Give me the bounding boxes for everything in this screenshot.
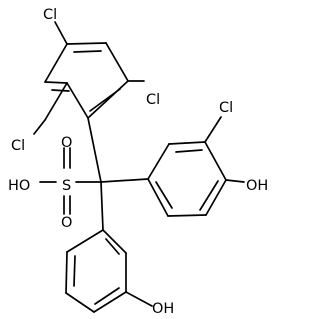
chlorine-atom-label: Cl <box>43 7 57 23</box>
chlorine-atom-label: Cl <box>11 138 25 154</box>
molecule-structure: Cl Cl Cl Cl OH HO S O O OH <box>8 7 268 317</box>
bond <box>51 89 70 92</box>
bond <box>205 179 227 216</box>
bond <box>66 229 104 253</box>
bond <box>33 119 46 135</box>
bond <box>125 291 153 307</box>
bond <box>100 178 149 183</box>
bond <box>73 255 76 287</box>
bond <box>94 287 120 305</box>
chlorine-atom-label: Cl <box>219 100 233 116</box>
bond <box>66 42 107 45</box>
bond <box>73 50 102 53</box>
hydroxyl-label: OH <box>246 178 268 194</box>
bond <box>199 180 219 211</box>
sulfur-atom-label: S <box>62 178 71 194</box>
oxygen-atom-label: O <box>61 215 72 231</box>
bond <box>167 214 207 217</box>
bond <box>204 141 227 181</box>
bond <box>168 141 206 145</box>
bond <box>105 238 120 255</box>
bond <box>147 178 169 217</box>
bond <box>102 229 127 254</box>
bond <box>65 251 68 294</box>
bond-lines <box>33 21 245 313</box>
bond <box>105 42 129 82</box>
bond <box>44 43 68 83</box>
bond <box>93 291 127 313</box>
chlorine-atom-label: Cl <box>146 92 160 108</box>
bond <box>65 292 95 313</box>
bond <box>175 149 203 153</box>
bond <box>225 179 245 183</box>
bond <box>44 81 68 84</box>
hydroxyl-label: HO <box>8 178 30 194</box>
bond <box>155 181 173 209</box>
bond <box>87 117 102 183</box>
bond <box>44 82 68 121</box>
bond <box>87 80 129 119</box>
atom-labels: Cl Cl Cl Cl OH HO S O O OH <box>8 7 268 317</box>
bond <box>147 143 170 180</box>
bond <box>100 181 104 231</box>
bond <box>89 88 121 112</box>
bond <box>204 116 222 143</box>
hydroxyl-label: OH <box>152 301 174 317</box>
oxygen-atom-label: O <box>61 135 72 151</box>
bond <box>66 82 89 119</box>
bond <box>54 21 68 45</box>
